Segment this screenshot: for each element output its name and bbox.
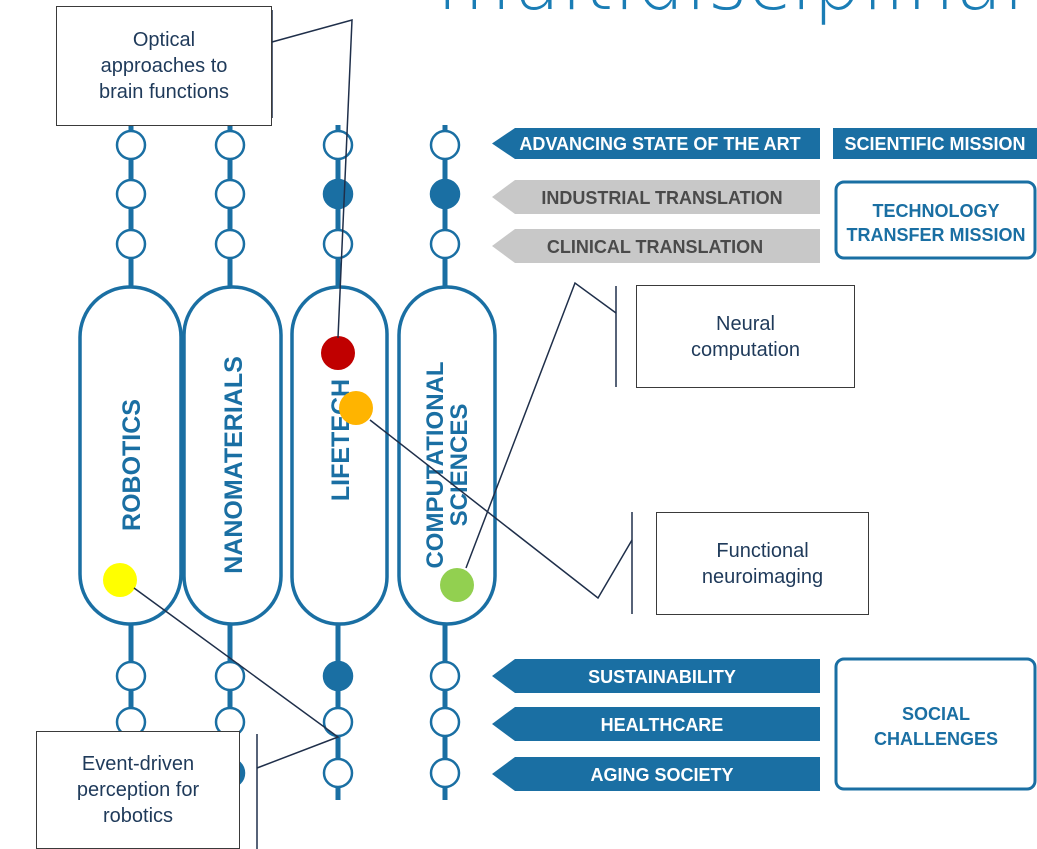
banner-clinical-label: CLINICAL TRANSLATION <box>547 237 763 257</box>
markers <box>103 336 474 602</box>
banner-healthcare <box>492 707 820 741</box>
banner-aging-label: AGING SOCIETY <box>590 765 733 785</box>
banner-advancing-label: ADVANCING STATE OF THE ART <box>519 134 800 154</box>
banner-sustainability <box>492 659 820 693</box>
node-lifetech-2 <box>322 178 354 210</box>
page-title: multidisciplinar <box>437 0 1036 27</box>
marker-red <box>321 336 355 370</box>
banner-aging <box>492 757 820 791</box>
challenge-banners: SUSTAINABILITY HEALTHCARE AGING SOCIETY … <box>492 657 1037 791</box>
callout-functional-line2: neuroimaging <box>701 565 824 588</box>
node-comp-3 <box>429 228 461 260</box>
node-lifetech-6 <box>322 757 354 789</box>
box-tech-transfer-line2: TRANSFER MISSION <box>846 225 1025 245</box>
top-nodes <box>115 129 461 260</box>
box-tech-transfer-line1: TECHNOLOGY <box>872 201 999 221</box>
marker-orange <box>339 391 373 425</box>
pillar-label-nanomaterials: NANOMATERIALS <box>220 356 248 574</box>
banner-advancing <box>492 128 820 159</box>
node-robotics-1 <box>115 129 147 161</box>
callout-neural-line1: Neural <box>716 312 775 335</box>
callout-optical-line2: approaches to <box>100 55 228 77</box>
callout-event-line1: Event-driven <box>81 753 195 775</box>
banner-industrial-label: INDUSTRIAL TRANSLATION <box>541 188 782 208</box>
banner-scientific <box>833 128 1037 159</box>
pillar-computational <box>397 285 497 626</box>
callout-event-line2: perception for <box>76 779 200 801</box>
callout-neural: Neural computation <box>636 285 855 388</box>
box-social-line2: CHALLENGES <box>874 729 998 749</box>
pillar-label-computational-1: COMPUTATIONAL <box>422 361 449 568</box>
banner-healthcare-label: HEALTHCARE <box>601 715 724 735</box>
pillar-label-computational-2: SCIENCES <box>446 404 473 527</box>
marker-yellow <box>103 563 137 597</box>
box-tech-transfer <box>834 180 1037 260</box>
callout-functional: Functional neuroimaging <box>656 512 869 615</box>
callout-optical-line3: brain functions <box>98 81 230 103</box>
node-nano-4 <box>214 660 246 692</box>
box-social-line1: SOCIAL <box>902 704 970 724</box>
node-lifetech-3 <box>322 228 354 260</box>
node-comp-1 <box>429 129 461 161</box>
node-lifetech-5 <box>322 706 354 738</box>
node-comp-6 <box>429 757 461 789</box>
node-comp-4 <box>429 660 461 692</box>
pillar-label-robotics: ROBOTICS <box>118 399 146 531</box>
node-nano-2 <box>214 178 246 210</box>
banner-clinical <box>492 229 820 263</box>
node-comp-5 <box>429 706 461 738</box>
pillar-capsules <box>78 285 497 626</box>
node-robotics-3 <box>115 228 147 260</box>
pillar-robotics <box>78 285 183 626</box>
node-robotics-2 <box>115 178 147 210</box>
node-lifetech-4 <box>322 660 354 692</box>
banner-scientific-label: SCIENTIFIC MISSION <box>844 134 1025 154</box>
node-lifetech-1 <box>322 129 354 161</box>
marker-green <box>440 568 474 602</box>
callout-functional-line1: Functional <box>716 539 809 562</box>
callout-neural-line2: computation <box>691 338 800 361</box>
callout-optical: Optical approaches to brain functions <box>56 6 272 126</box>
callout-connectors <box>133 10 633 849</box>
node-nano-1 <box>214 129 246 161</box>
node-comp-2 <box>429 178 461 210</box>
callout-event-line3: robotics <box>102 805 174 827</box>
node-nano-3 <box>214 228 246 260</box>
box-social <box>834 657 1037 791</box>
callout-event-driven: Event-driven perception for robotics <box>36 731 240 849</box>
pillar-nanomaterials <box>182 285 283 626</box>
banner-sustainability-label: SUSTAINABILITY <box>588 667 736 687</box>
mission-banners: ADVANCING STATE OF THE ART SCIENTIFIC MI… <box>492 128 1037 263</box>
callout-optical-line1: Optical <box>132 29 196 51</box>
banner-industrial <box>492 180 820 214</box>
node-robotics-4 <box>115 660 147 692</box>
